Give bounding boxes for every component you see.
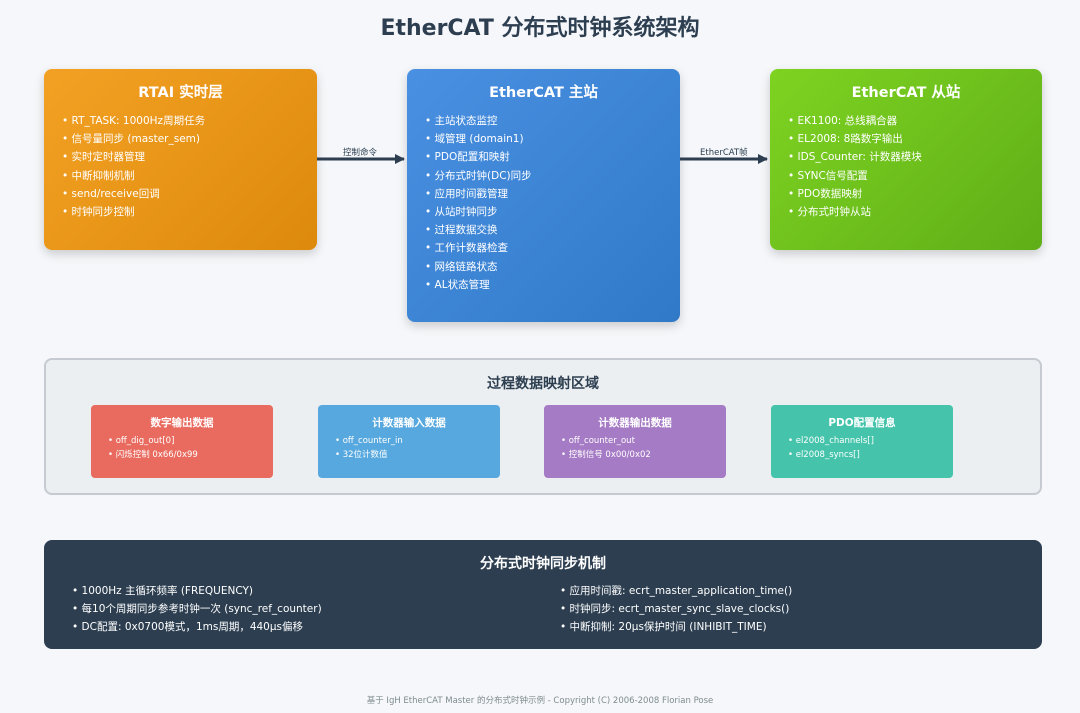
list-item: 闪烁控制 0x66/0x99 bbox=[103, 449, 261, 463]
rtai-layer-box: RTAI 实时层 RT_TASK: 1000Hz周期任务 信号量同步 (mast… bbox=[44, 69, 317, 250]
rtai-title: RTAI 实时层 bbox=[138, 85, 223, 101]
list-item: 分布式时钟(DC)同步 bbox=[425, 167, 662, 185]
list-item: 分布式时钟从站 bbox=[788, 203, 1024, 221]
card-title: PDO配置信息 bbox=[828, 417, 896, 429]
counter-input-card: 计数器输入数据 off_counter_in 32位计数值 bbox=[318, 405, 500, 478]
list-item: off_counter_out bbox=[556, 435, 714, 449]
footer-copyright: 基于 IgH EtherCAT Master 的分布式时钟示例 - Copyri… bbox=[366, 696, 714, 706]
list-item: 中断抑制机制 bbox=[62, 167, 299, 185]
list-item: 32位计数值 bbox=[330, 449, 488, 463]
list-item: PDO配置和映射 bbox=[425, 148, 662, 166]
list-item: 控制信号 0x00/0x02 bbox=[556, 449, 714, 463]
slave-title: EtherCAT 从站 bbox=[851, 85, 961, 101]
dc-right-column: 应用时间戳: ecrt_master_application_time() 时钟… bbox=[560, 582, 793, 637]
list-item: 中断抑制: 20μs保护时间 (INHIBIT_TIME) bbox=[560, 618, 792, 636]
list-item: 应用时间戳: ecrt_master_application_time() bbox=[560, 582, 793, 600]
list-item: EK1100: 总线耦合器 bbox=[788, 112, 1024, 130]
card-title: 数字输出数据 bbox=[150, 417, 214, 429]
dc-left-column: 1000Hz 主循环频率 (FREQUENCY) 每10个周期同步参考时钟一次 … bbox=[72, 582, 322, 637]
list-item: off_dig_out[0] bbox=[103, 435, 261, 449]
list-item: DC配置: 0x0700模式，1ms周期，440μs偏移 bbox=[72, 618, 322, 636]
process-data-area: 过程数据映射区域 数字输出数据 off_dig_out[0] 闪烁控制 0x66… bbox=[44, 358, 1042, 495]
pdo-config-card: PDO配置信息 el2008_channels[] el2008_syncs[] bbox=[771, 405, 953, 478]
rtai-list: RT_TASK: 1000Hz周期任务 信号量同步 (master_sem) 实… bbox=[62, 112, 299, 221]
list-item: EL2008: 8路数字输出 bbox=[788, 130, 1024, 148]
list-item: 主站状态监控 bbox=[425, 112, 662, 130]
list-item: 工作计数器检查 bbox=[425, 239, 662, 257]
list-item: AL状态管理 bbox=[425, 276, 662, 294]
dc-title: 分布式时钟同步机制 bbox=[480, 556, 606, 572]
arrow-label-ethercat-frame: EtherCAT帧 bbox=[700, 148, 748, 158]
list-item: 实时定时器管理 bbox=[62, 148, 299, 166]
list-item: el2008_channels[] bbox=[783, 435, 941, 449]
card-title: 计数器输入数据 bbox=[372, 417, 446, 429]
ethercat-master-box: EtherCAT 主站 主站状态监控 域管理 (domain1) PDO配置和映… bbox=[407, 69, 680, 322]
master-title: EtherCAT 主站 bbox=[489, 85, 598, 101]
process-data-title: 过程数据映射区域 bbox=[487, 376, 599, 392]
list-item: SYNC信号配置 bbox=[788, 167, 1024, 185]
list-item: send/receive回调 bbox=[62, 185, 299, 203]
digital-output-card: 数字输出数据 off_dig_out[0] 闪烁控制 0x66/0x99 bbox=[91, 405, 273, 478]
list-item: 时钟同步: ecrt_master_sync_slave_clocks() bbox=[560, 600, 792, 618]
card-title: 计数器输出数据 bbox=[598, 417, 672, 429]
list-item: RT_TASK: 1000Hz周期任务 bbox=[62, 112, 299, 130]
page-title: EtherCAT 分布式时钟系统架构 bbox=[380, 16, 700, 41]
list-item: 1000Hz 主循环频率 (FREQUENCY) bbox=[72, 582, 322, 600]
list-item: PDO数据映射 bbox=[788, 185, 1024, 203]
list-item: 每10个周期同步参考时钟一次 (sync_ref_counter) bbox=[72, 600, 322, 618]
list-item: 域管理 (domain1) bbox=[425, 130, 662, 148]
list-item: 应用时间戳管理 bbox=[425, 185, 662, 203]
list-item: 时钟同步控制 bbox=[62, 203, 299, 221]
list-item: 从站时钟同步 bbox=[425, 203, 662, 221]
list-item: IDS_Counter: 计数器模块 bbox=[788, 148, 1024, 166]
counter-output-card: 计数器输出数据 off_counter_out 控制信号 0x00/0x02 bbox=[544, 405, 726, 478]
ethercat-slave-box: EtherCAT 从站 EK1100: 总线耦合器 EL2008: 8路数字输出… bbox=[770, 69, 1042, 250]
list-item: 网络链路状态 bbox=[425, 258, 662, 276]
list-item: 过程数据交换 bbox=[425, 221, 662, 239]
slave-list: EK1100: 总线耦合器 EL2008: 8路数字输出 IDS_Counter… bbox=[788, 112, 1024, 221]
list-item: el2008_syncs[] bbox=[783, 449, 941, 463]
list-item: off_counter_in bbox=[330, 435, 488, 449]
list-item: 信号量同步 (master_sem) bbox=[62, 130, 299, 148]
arrow-label-control-command: 控制命令 bbox=[343, 148, 378, 158]
master-list: 主站状态监控 域管理 (domain1) PDO配置和映射 分布式时钟(DC)同… bbox=[425, 112, 662, 294]
dc-sync-mechanism-box: 分布式时钟同步机制 1000Hz 主循环频率 (FREQUENCY) 每10个周… bbox=[44, 540, 1042, 649]
